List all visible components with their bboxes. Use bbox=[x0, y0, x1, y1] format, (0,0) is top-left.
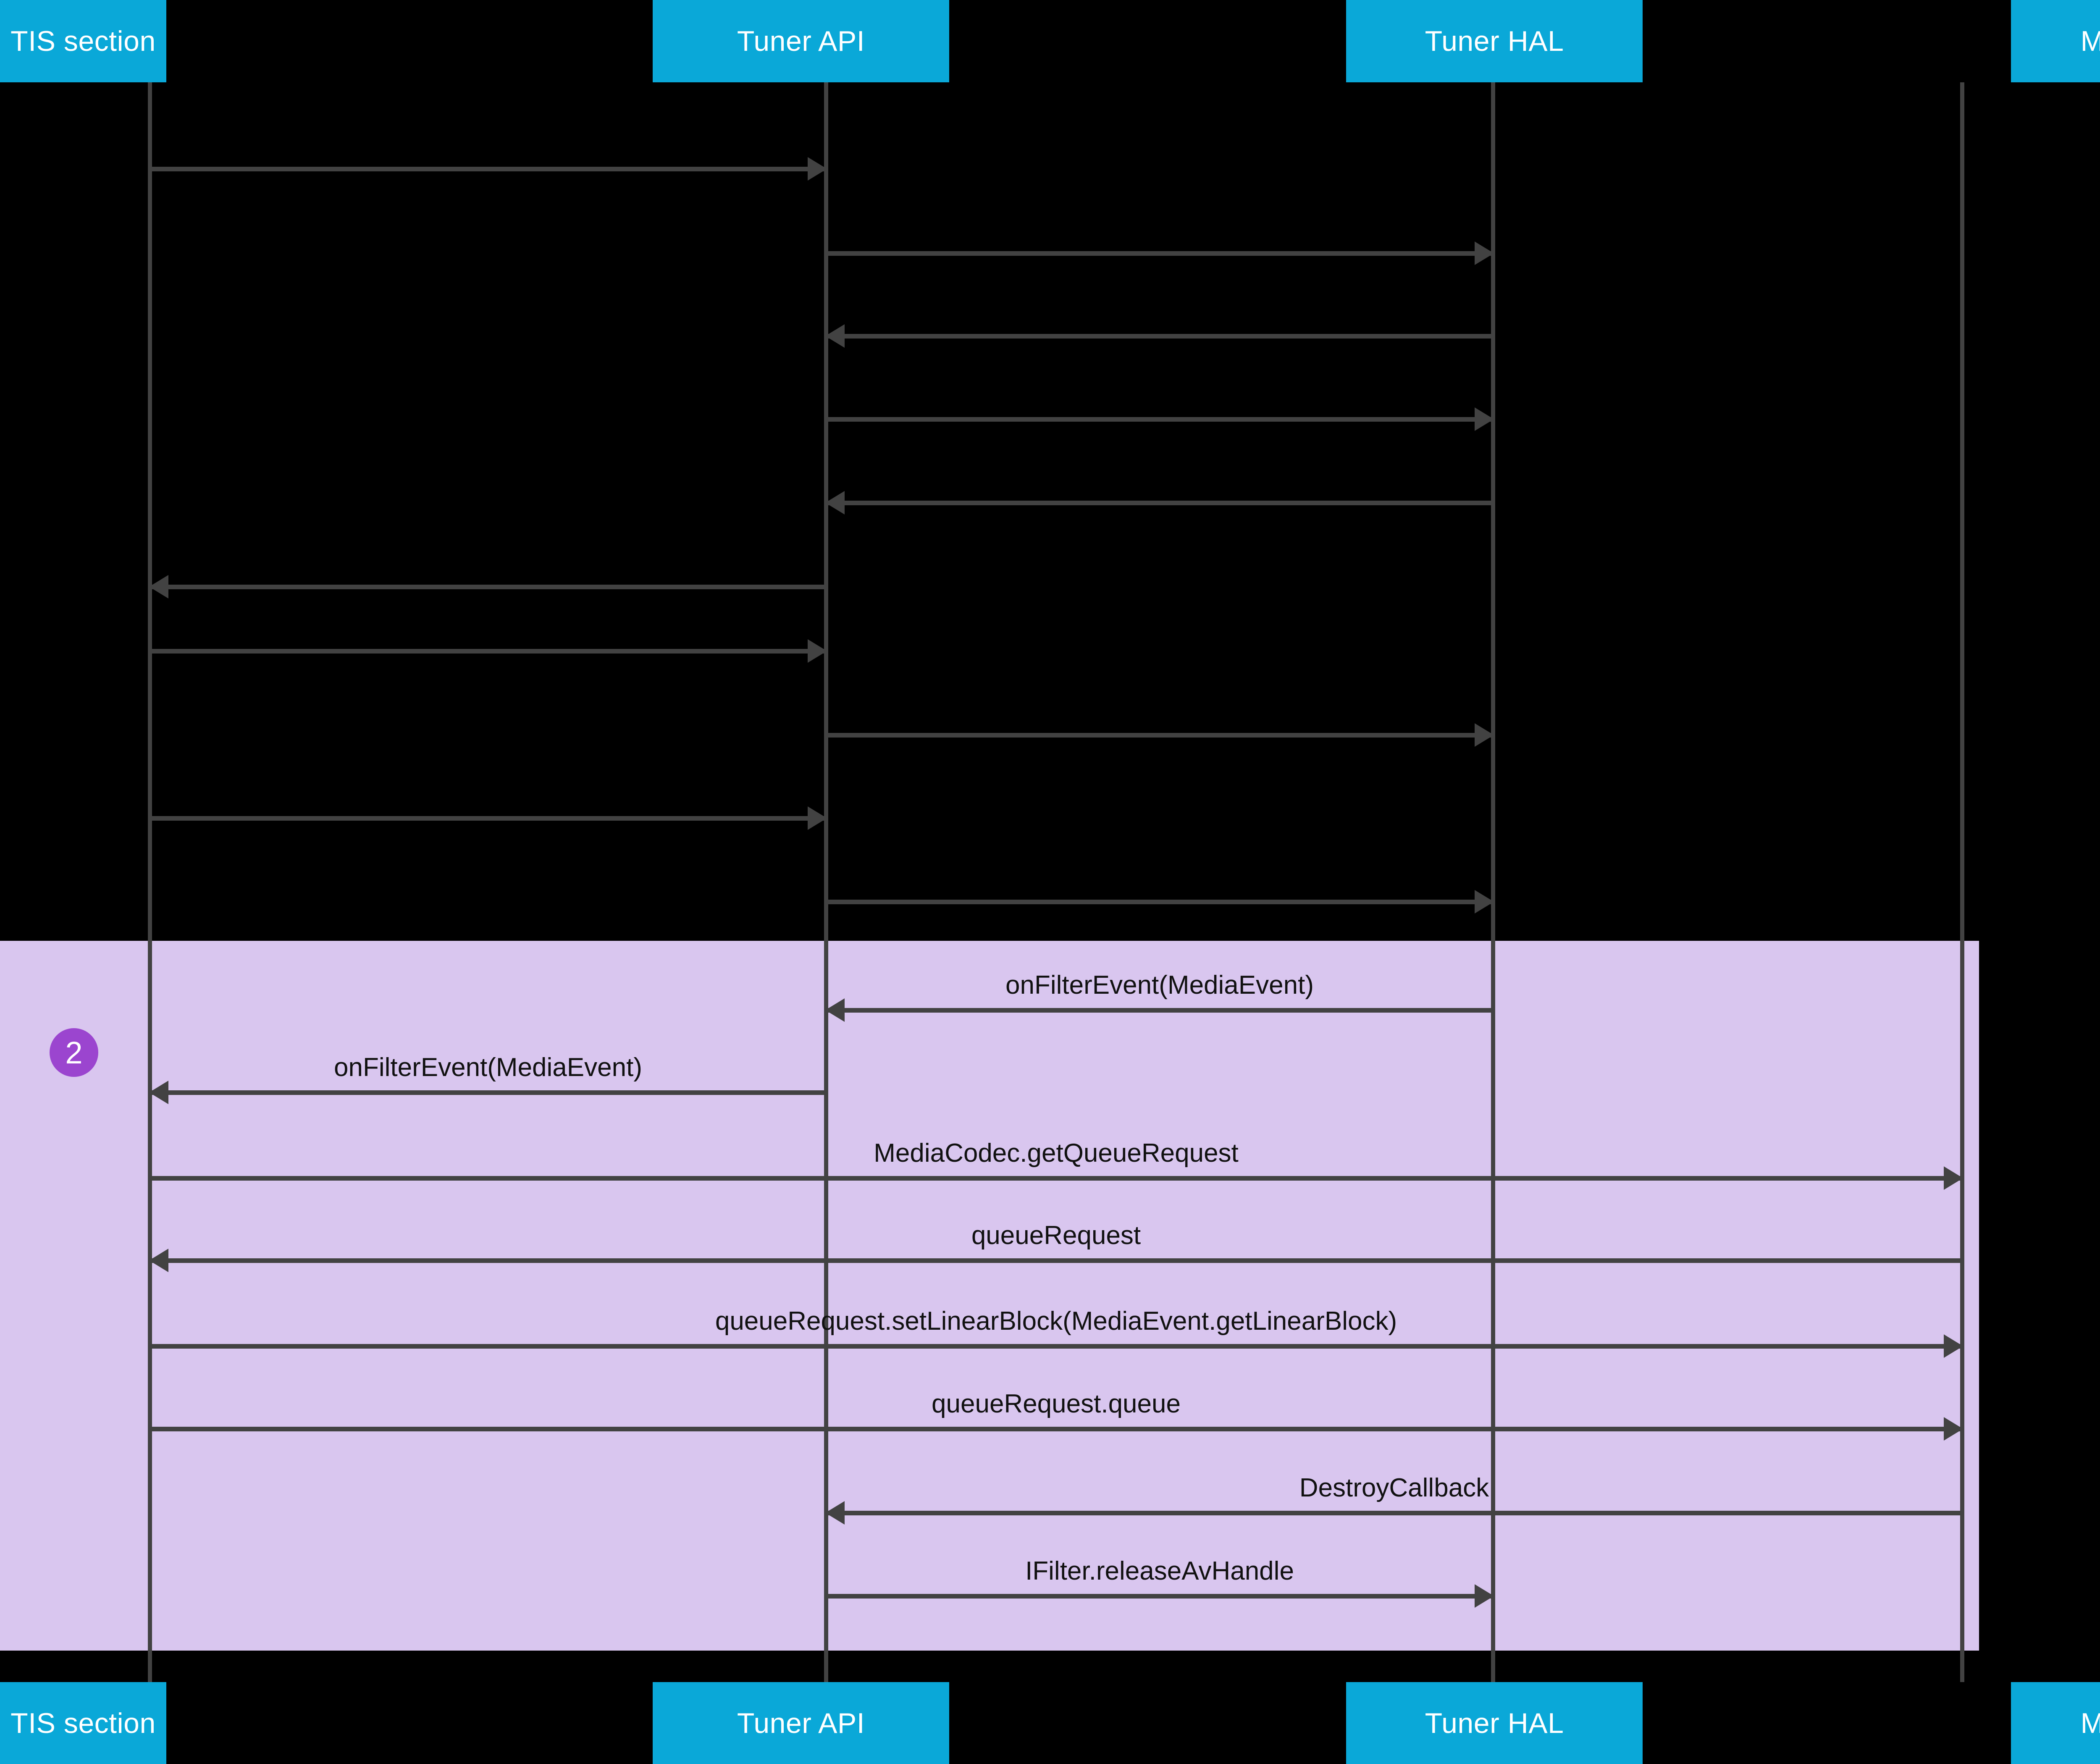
participant-footer-mediacodec[interactable]: MediaCodec bbox=[2011, 1682, 2100, 1764]
fragment-highlight-step-2 bbox=[0, 941, 1979, 1651]
message-line bbox=[826, 417, 1493, 422]
message-line bbox=[150, 1427, 1962, 1431]
message-label: queueRequest.setLinearBlock(MediaEvent.g… bbox=[715, 1306, 1397, 1336]
lifeline-tis bbox=[148, 82, 152, 1682]
participant-header-mediacodec[interactable]: MediaCodec bbox=[2011, 0, 2100, 82]
message-line bbox=[150, 1090, 826, 1095]
participant-label: Tuner HAL bbox=[1425, 25, 1564, 57]
step-badge-2[interactable]: 2 bbox=[50, 1028, 98, 1077]
lifeline-tunerapi bbox=[824, 82, 828, 1682]
participant-footer-tunerhal[interactable]: Tuner HAL bbox=[1346, 1682, 1643, 1764]
participant-label: TIS section bbox=[10, 1707, 156, 1739]
arrowhead-icon bbox=[808, 639, 827, 663]
arrowhead-icon bbox=[1475, 723, 1494, 747]
participant-label: MediaCodec bbox=[2080, 1707, 2100, 1739]
message-line bbox=[150, 649, 826, 654]
participant-label: MediaCodec bbox=[2080, 25, 2100, 57]
arrowhead-icon bbox=[149, 1081, 168, 1104]
arrowhead-icon bbox=[1475, 242, 1494, 265]
arrowhead-icon bbox=[1944, 1334, 1963, 1358]
message-line bbox=[150, 1176, 1962, 1181]
message-line bbox=[826, 1511, 1962, 1515]
participant-label: TIS section bbox=[10, 25, 156, 57]
message-line bbox=[826, 733, 1493, 738]
participant-label: Tuner API bbox=[737, 1707, 865, 1739]
message-label: IFilter.releaseAvHandle bbox=[1025, 1556, 1294, 1586]
arrowhead-icon bbox=[825, 998, 845, 1022]
lifeline-mediacodec bbox=[1960, 82, 1964, 1682]
message-line bbox=[150, 1258, 1962, 1263]
arrowhead-icon bbox=[808, 806, 827, 830]
message-line bbox=[150, 585, 826, 589]
message-line bbox=[826, 900, 1493, 904]
message-line bbox=[826, 501, 1493, 505]
message-label: onFilterEvent(MediaEvent) bbox=[334, 1053, 642, 1082]
lifeline-tunerhal bbox=[1491, 82, 1495, 1682]
message-label: queueRequest.queue bbox=[932, 1389, 1181, 1418]
message-label: DestroyCallback bbox=[1299, 1473, 1489, 1502]
arrowhead-icon bbox=[1475, 407, 1494, 431]
arrowhead-icon bbox=[825, 324, 845, 348]
arrowhead-icon bbox=[1944, 1166, 1963, 1190]
message-line bbox=[150, 1344, 1962, 1349]
message-label: onFilterEvent(MediaEvent) bbox=[1005, 970, 1314, 1000]
arrowhead-icon bbox=[825, 491, 845, 514]
participant-label: Tuner HAL bbox=[1425, 1707, 1564, 1739]
arrowhead-icon bbox=[1475, 890, 1494, 914]
message-line bbox=[826, 251, 1493, 256]
participant-label: Tuner API bbox=[737, 25, 865, 57]
arrowhead-icon bbox=[808, 157, 827, 181]
message-line bbox=[150, 167, 826, 171]
participant-header-tis[interactable]: TIS section bbox=[0, 0, 166, 82]
message-line bbox=[826, 334, 1493, 339]
arrowhead-icon bbox=[825, 1501, 845, 1525]
participant-footer-tunerapi[interactable]: Tuner API bbox=[653, 1682, 949, 1764]
message-line bbox=[826, 1594, 1493, 1599]
participant-footer-tis[interactable]: TIS section bbox=[0, 1682, 166, 1764]
message-line bbox=[150, 816, 826, 821]
arrowhead-icon bbox=[1944, 1417, 1963, 1441]
arrowhead-icon bbox=[1475, 1584, 1494, 1608]
participant-header-tunerapi[interactable]: Tuner API bbox=[653, 0, 949, 82]
message-label: MediaCodec.getQueueRequest bbox=[874, 1138, 1239, 1168]
arrowhead-icon bbox=[149, 575, 168, 598]
arrowhead-icon bbox=[149, 1249, 168, 1272]
message-label: queueRequest bbox=[971, 1221, 1141, 1250]
message-line bbox=[826, 1008, 1493, 1013]
participant-header-tunerhal[interactable]: Tuner HAL bbox=[1346, 0, 1643, 82]
